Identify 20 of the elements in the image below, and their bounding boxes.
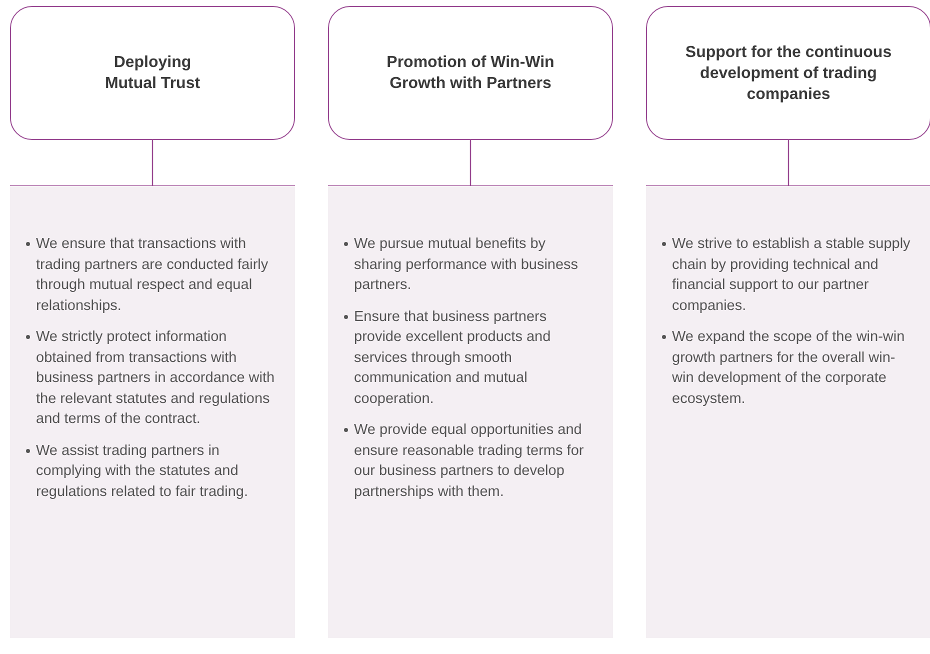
connector-line bbox=[788, 140, 790, 186]
content-panel bbox=[10, 186, 295, 638]
bullet-item: We assist trading partners in complying with the statutes and regulations related to fair trading. bbox=[36, 442, 248, 500]
content-panel bbox=[646, 186, 930, 638]
connector-line bbox=[470, 140, 472, 186]
bullet-item: We strictly protect information obtained from transactions with business partners in accordance with the relevant statutes and regulations and terms of the contract. bbox=[36, 329, 275, 427]
heading-text: Deploying Mutual Trust bbox=[104, 53, 202, 94]
bullet-item: We strive to establish a stable supply chain by providing technical and financial support to our partner companies. bbox=[672, 236, 910, 314]
connector-line bbox=[152, 140, 154, 186]
bullet-item: Ensure that business partners provide excellent products and services through smooth communication and mutual cooperation. bbox=[354, 308, 551, 406]
bullet-item: We expand the scope of the win-win growth partners for the overall win-win development of the corporate ecosystem. bbox=[672, 329, 905, 406]
heading-box bbox=[646, 6, 930, 140]
bullet-item: We ensure that transactions with trading partners are conducted fairly through mutual respect and equal relationships. bbox=[36, 236, 268, 314]
heading-text: Support for the continuous development of trading companies bbox=[684, 42, 893, 104]
heading-text: Promotion of Win-Win Growth with Partners bbox=[386, 53, 556, 94]
heading-box bbox=[10, 6, 295, 140]
bullet-item: We provide equal opportunities and ensure reasonable trading terms for our business partners to develop partnerships with them. bbox=[354, 422, 584, 500]
heading-box bbox=[328, 6, 613, 140]
content-panel bbox=[328, 186, 613, 638]
bullet-item: We pursue mutual benefits by sharing performance with business partners. bbox=[354, 236, 578, 293]
